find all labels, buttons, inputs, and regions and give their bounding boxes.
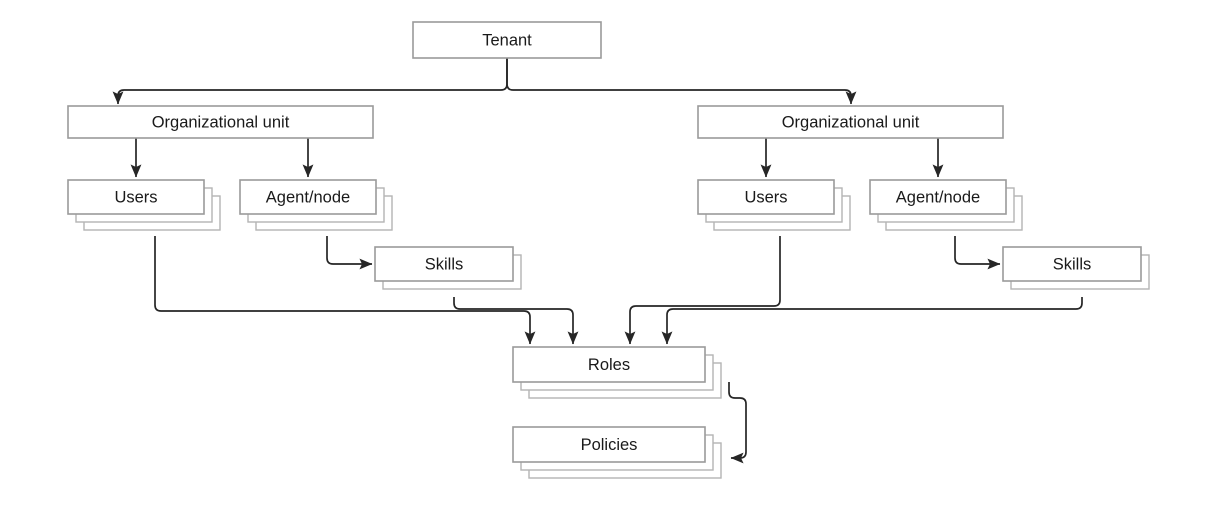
node-policies-label: Policies [581,436,638,454]
edge-roles-to-policies [728,382,747,464]
node-org-unit-right[interactable]: Organizational unit [697,105,1004,139]
node-agent-node-left-label: Agent/node [266,188,350,206]
connector-layer [112,58,1083,464]
node-agent-node-right[interactable]: Agent/node [869,179,1023,231]
node-org-unit-right-label: Organizational unit [782,113,920,131]
node-agent-node-right-label: Agent/node [896,188,980,206]
node-org-unit-left[interactable]: Organizational unit [67,105,374,139]
node-skills-right-box[interactable] [1002,246,1142,282]
edge-agent-node-left-to-skills [326,236,373,270]
node-skills-right[interactable]: Skills [1002,246,1150,290]
node-agent-node-left[interactable]: Agent/node [239,179,393,231]
edge-tenant-to-org-unit-right [506,58,857,105]
node-agent-node-left-box[interactable] [239,179,377,215]
node-policies[interactable]: Policies [512,426,722,479]
node-users-right[interactable]: Users [697,179,851,231]
edge-tenant-to-org-unit-left [112,58,508,105]
node-skills-left-box[interactable] [374,246,514,282]
node-org-unit-left-label: Organizational unit [152,113,290,131]
node-skills-right-label: Skills [1053,255,1092,273]
node-users-right-label: Users [744,188,787,206]
edge-users-right-to-roles [624,236,781,345]
node-roles-box[interactable] [512,346,706,383]
edge-agent-node-right-to-skills [954,236,1001,270]
edge-skills-left-to-roles [453,297,579,345]
node-roles-label: Roles [588,356,630,374]
edge-users-left-to-roles [154,236,536,345]
node-skills-left[interactable]: Skills [374,246,522,290]
node-users-left-box[interactable] [67,179,205,215]
node-tenant-label: Tenant [482,31,532,49]
node-users-right-box[interactable] [697,179,835,215]
node-agent-node-right-box[interactable] [869,179,1007,215]
node-roles[interactable]: Roles [512,346,722,399]
node-users-left[interactable]: Users [67,179,221,231]
edge-skills-right-to-roles [661,297,1083,345]
node-users-left-label: Users [114,188,157,206]
node-policies-box[interactable] [512,426,706,463]
node-tenant[interactable]: Tenant [412,21,602,59]
node-org-unit-right-box[interactable] [697,105,1004,139]
node-skills-left-label: Skills [425,255,464,273]
node-tenant-box[interactable] [412,21,602,59]
node-org-unit-left-box[interactable] [67,105,374,139]
